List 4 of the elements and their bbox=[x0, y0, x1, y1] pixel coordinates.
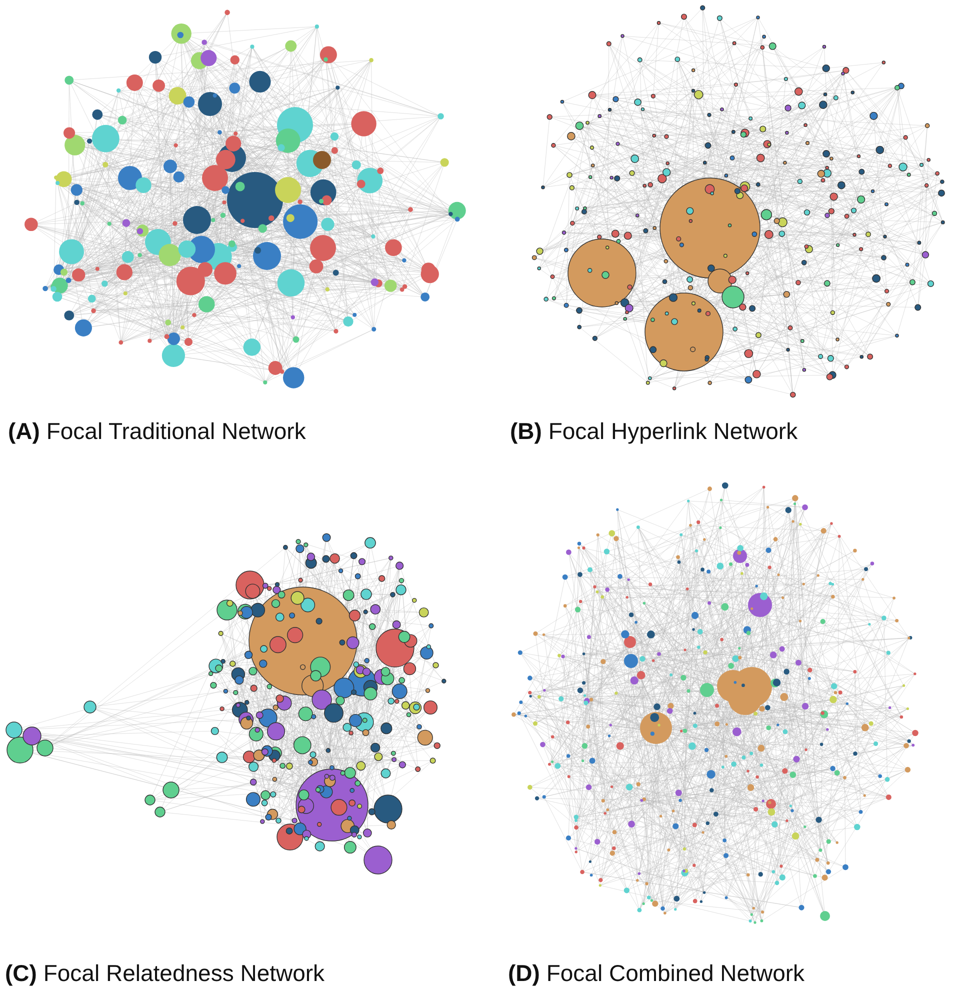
panel-caption: (A) Focal Traditional Network bbox=[8, 418, 306, 445]
panel-caption: (B) Focal Hyperlink Network bbox=[510, 418, 798, 445]
panel-caption: (C) Focal Relatedness Network bbox=[5, 960, 325, 987]
panel-caption: (D) Focal Combined Network bbox=[508, 960, 805, 987]
